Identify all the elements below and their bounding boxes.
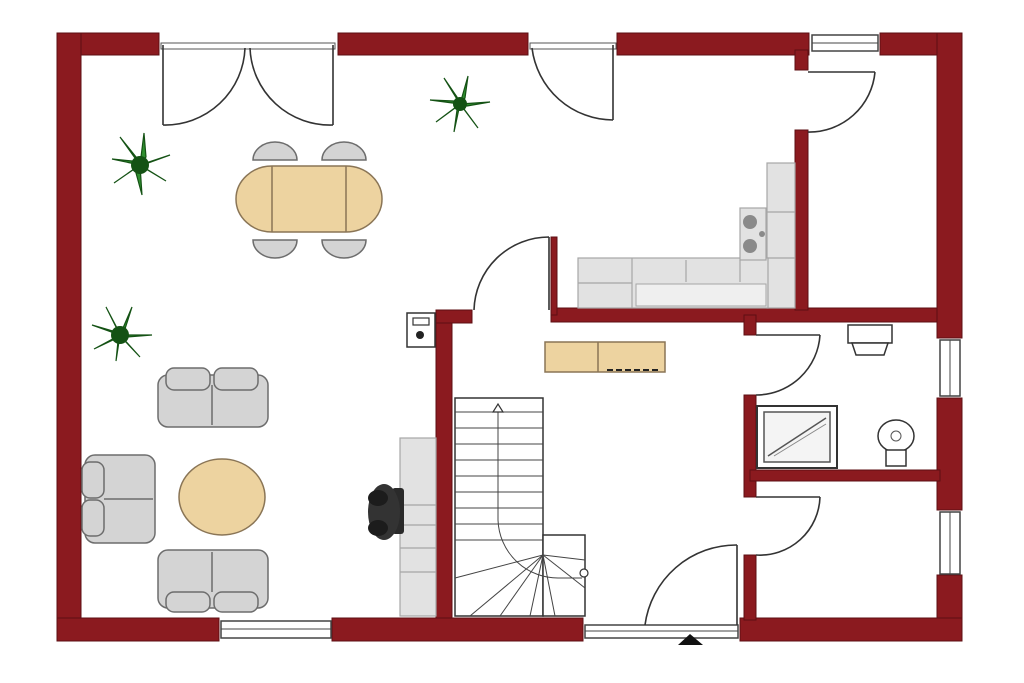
door-pantry (807, 71, 876, 133)
wall-stair-left (435, 309, 453, 619)
sink-icon (847, 324, 893, 356)
desk (399, 437, 437, 617)
entrance-arrow-icon (678, 634, 703, 645)
stair-winders (454, 410, 586, 617)
wall-bath-left-2 (743, 394, 757, 498)
wall-unit-box (406, 312, 436, 348)
wall-kitchen-stub (550, 236, 558, 316)
staircase (454, 397, 589, 617)
door-entrance (644, 544, 738, 626)
dining-chair-1 (252, 141, 298, 161)
doors (160, 42, 876, 626)
wall-bottom-3 (739, 617, 963, 642)
wall-pantry-2 (794, 129, 809, 311)
wall-bath-left-1 (743, 314, 757, 336)
kitchen-counter (577, 162, 796, 309)
wall-right-2 (936, 397, 963, 511)
plant-icon (111, 132, 171, 196)
wall-top-2 (337, 32, 529, 56)
shower-tray-icon (756, 405, 838, 469)
door-top-mid (531, 45, 614, 121)
wall-left (56, 32, 82, 642)
window-mullions (221, 42, 951, 632)
wall-pantry-1 (794, 49, 809, 71)
wall-bath-left-3 (743, 554, 757, 621)
door-bath-upper (755, 334, 821, 396)
wall-bath-mid (749, 469, 941, 482)
door-top-left-leaf-a (162, 45, 246, 126)
wall-bottom-2 (331, 617, 584, 642)
wall-bottom-1 (56, 617, 220, 642)
exterior-walls (56, 32, 963, 642)
dining-chair-3 (252, 239, 298, 259)
door-hall-upper (473, 236, 550, 311)
interior-walls (435, 49, 941, 621)
office-chair-icon (368, 484, 404, 540)
toilet-icon (877, 419, 915, 467)
wall-stair-top (435, 309, 473, 324)
plant-icon (91, 306, 153, 362)
sofa-top (157, 367, 269, 428)
dining-chair-4 (321, 239, 367, 259)
coffee-table-round (178, 458, 266, 536)
lounge-set (81, 367, 269, 613)
dining-chair-2 (321, 141, 367, 161)
hall-cabinet (544, 341, 666, 373)
sofa-bottom (157, 549, 269, 613)
wall-right-1 (936, 32, 963, 339)
wall-top-3 (616, 32, 810, 56)
plant-icon (429, 75, 491, 133)
stair-direction-arrow (491, 402, 505, 413)
door-opening-top-mid (529, 42, 617, 50)
bathroom-fixtures (756, 324, 915, 469)
hob-icon (739, 207, 767, 261)
dining-set (235, 141, 383, 259)
stair-treads (455, 411, 543, 541)
door-bath-lower (755, 496, 821, 556)
door-opening-top-left (160, 42, 336, 50)
dining-table (235, 165, 383, 233)
sofa-left (81, 454, 156, 544)
door-top-left-leaf-b (249, 45, 334, 126)
